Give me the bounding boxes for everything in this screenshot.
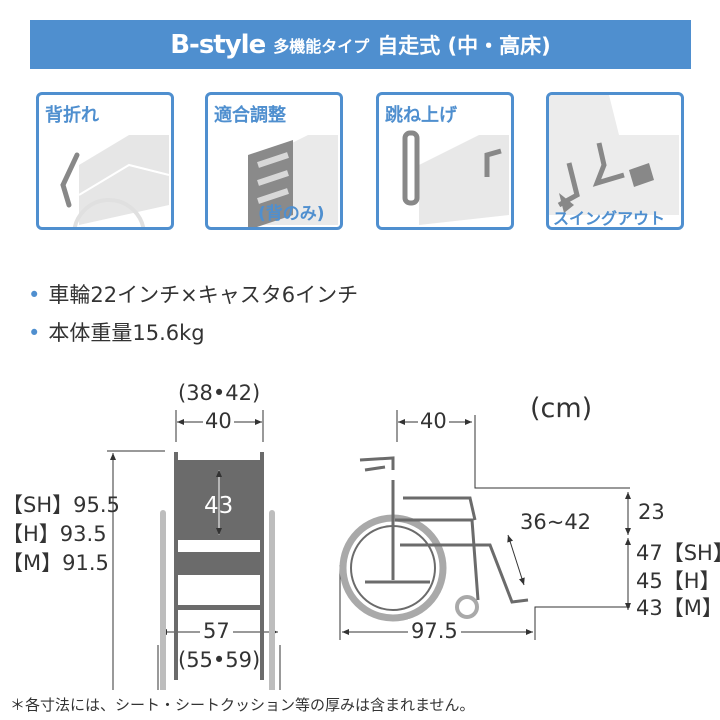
total-width: 57 bbox=[200, 619, 233, 643]
feature-flip-up-armrest: 跳ね上げ bbox=[376, 92, 514, 230]
right-wheel bbox=[269, 510, 275, 690]
feature-swing-out: スイングアウト bbox=[546, 92, 684, 230]
seat-height-sh: 47【SH】 bbox=[636, 541, 720, 565]
seat-height-m: 43【M】 bbox=[636, 596, 720, 620]
flip-up-armrest-icon bbox=[402, 130, 509, 225]
swing-out-footrest-icon bbox=[549, 95, 679, 215]
title-banner: B-style 多機能タイプ 自走式 (中・高床) bbox=[30, 20, 691, 69]
type-label: 多機能タイプ bbox=[273, 36, 370, 56]
feature-sublabel: スイングアウト bbox=[553, 209, 666, 228]
footnote: ＊各寸法には、シート・シートクッション等の厚みは含まれません。 bbox=[10, 696, 475, 714]
seat-height-h: 45【H】 bbox=[636, 569, 720, 593]
feature-sublabel: (背のみ) bbox=[258, 204, 325, 224]
feature-folding-back: 背折れ bbox=[36, 92, 174, 230]
front-view bbox=[107, 410, 281, 690]
caster bbox=[455, 595, 479, 619]
spec-text: 本体重量15.6kg bbox=[48, 321, 205, 345]
left-wheel bbox=[160, 510, 166, 690]
feature-label: 背折れ bbox=[45, 105, 99, 126]
spec-item: •本体重量15.6kg bbox=[28, 321, 205, 345]
unit-label: (cm) bbox=[530, 393, 593, 424]
feature-adjustable-back: 適合調整 (背のみ) bbox=[205, 92, 343, 230]
leg-length: 36~42 bbox=[520, 510, 592, 534]
spec-item: •車輪22インチ×キャスタ6インチ bbox=[28, 283, 359, 307]
feature-label: 跳ね上げ bbox=[385, 105, 457, 126]
back-height: 43 bbox=[204, 493, 234, 519]
seat-width: 40 bbox=[203, 409, 234, 433]
total-length: 97.5 bbox=[408, 619, 461, 643]
total-height-h: 【H】93.5 bbox=[2, 522, 107, 546]
side-depth: 40 bbox=[418, 409, 449, 433]
spec-text: 車輪22インチ×キャスタ6インチ bbox=[48, 283, 359, 307]
model-label: 自走式 (中・高床) bbox=[377, 33, 551, 58]
seat-width-alt: (38•42) bbox=[178, 381, 261, 405]
armrest-height: 23 bbox=[638, 500, 665, 524]
brand-name: B-style bbox=[170, 29, 266, 60]
total-height-m: 【M】91.5 bbox=[2, 551, 109, 575]
dimension-diagram bbox=[107, 410, 631, 690]
feature-label: 適合調整 bbox=[214, 105, 286, 126]
adjustable-back-icon bbox=[248, 135, 338, 227]
folding-back-icon bbox=[60, 135, 170, 227]
total-height-sh: 【SH】95.5 bbox=[2, 493, 120, 517]
total-width-alt: (55•59) bbox=[178, 648, 261, 672]
